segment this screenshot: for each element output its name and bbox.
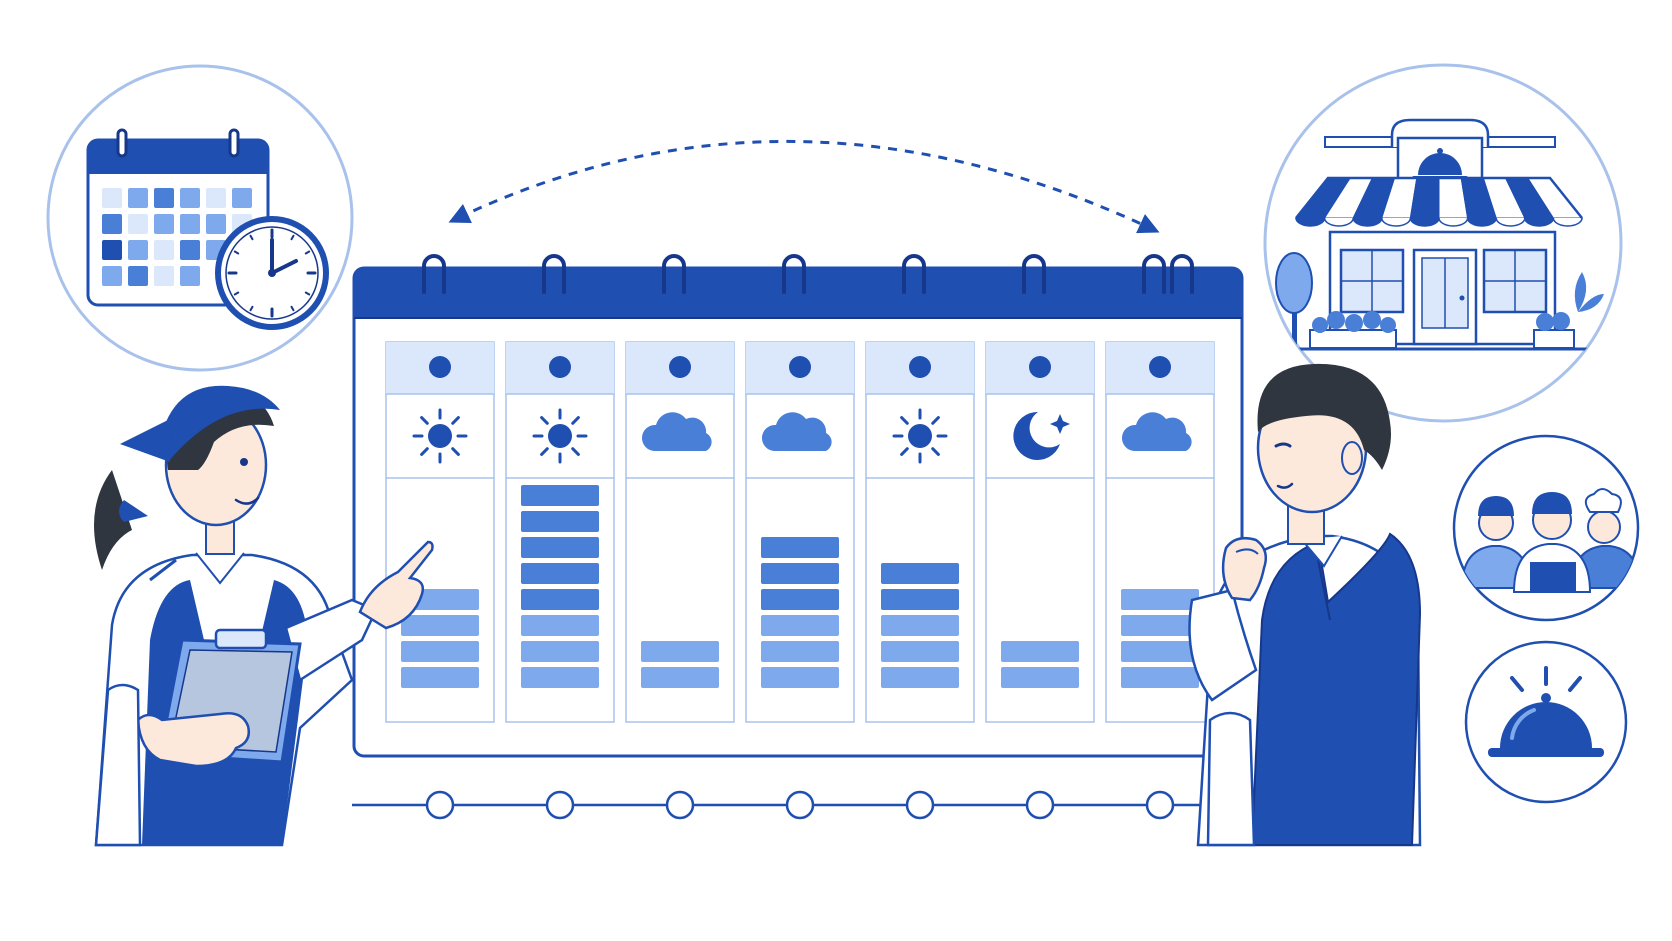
staffing-bar bbox=[521, 537, 599, 558]
bidirectional-arrow-icon bbox=[448, 140, 1160, 234]
binding-rings bbox=[422, 254, 1194, 294]
staffing-bar bbox=[881, 563, 959, 584]
timeline-node bbox=[425, 790, 455, 820]
day-column bbox=[985, 341, 1095, 723]
timeline-node bbox=[905, 790, 935, 820]
day-marker bbox=[549, 356, 571, 378]
staffing-bar bbox=[881, 667, 959, 688]
staffing-bar bbox=[881, 641, 959, 662]
storefront-icon bbox=[1275, 118, 1610, 351]
day-marker bbox=[669, 356, 691, 378]
staffing-bar bbox=[761, 563, 839, 584]
staffing-bar bbox=[641, 667, 719, 688]
binding-ring bbox=[1142, 254, 1166, 294]
day-column bbox=[625, 341, 735, 723]
staffing-bar bbox=[1121, 615, 1199, 636]
manager-man-figure bbox=[1188, 363, 1422, 847]
staffing-bar bbox=[521, 563, 599, 584]
day-marker bbox=[909, 356, 931, 378]
day-marker bbox=[789, 356, 811, 378]
staffing-bar bbox=[641, 641, 719, 662]
binding-ring bbox=[422, 254, 446, 294]
staffing-bar bbox=[1121, 589, 1199, 610]
staffing-bar bbox=[761, 537, 839, 558]
service-bell-icon bbox=[1488, 666, 1604, 757]
moon-icon bbox=[1013, 411, 1070, 460]
binding-ring bbox=[902, 254, 926, 294]
staffing-bar bbox=[521, 485, 599, 506]
staffing-bar bbox=[1121, 667, 1199, 688]
staffing-bar bbox=[761, 667, 839, 688]
timeline-node bbox=[785, 790, 815, 820]
staffing-bar bbox=[1001, 667, 1079, 688]
day-marker bbox=[1029, 356, 1051, 378]
day-column bbox=[1105, 341, 1215, 723]
timeline-node bbox=[1145, 790, 1175, 820]
binding-ring bbox=[1170, 254, 1194, 294]
staff-team-badge bbox=[1452, 434, 1640, 622]
staffing-bar bbox=[521, 667, 599, 688]
staffing-bar bbox=[1001, 641, 1079, 662]
staffing-bar bbox=[881, 615, 959, 636]
staff-team-icon bbox=[1460, 488, 1638, 593]
cloud-icon bbox=[761, 412, 832, 451]
staffing-bar bbox=[521, 511, 599, 532]
day-column bbox=[505, 341, 615, 723]
clock-icon bbox=[215, 216, 329, 330]
day-columns bbox=[385, 341, 1215, 723]
timeline-node bbox=[665, 790, 695, 820]
staffing-bar bbox=[521, 641, 599, 662]
staffing-bar bbox=[881, 589, 959, 610]
day-column bbox=[385, 341, 495, 723]
binding-ring bbox=[542, 254, 566, 294]
staffing-bar bbox=[401, 641, 479, 662]
cloud-icon bbox=[1121, 412, 1192, 451]
day-column bbox=[865, 341, 975, 723]
cloud-icon bbox=[641, 412, 712, 451]
binding-ring bbox=[782, 254, 806, 294]
sun-icon bbox=[532, 408, 588, 464]
timeline bbox=[352, 790, 1223, 820]
day-marker bbox=[429, 356, 451, 378]
timeline-node bbox=[545, 790, 575, 820]
staff-woman-figure bbox=[94, 385, 434, 847]
calendar-clock-badge bbox=[46, 64, 354, 372]
sun-icon bbox=[892, 408, 948, 464]
storefront-badge bbox=[1263, 63, 1623, 423]
timeline-node bbox=[1025, 790, 1055, 820]
binding-ring bbox=[662, 254, 686, 294]
staffing-bar bbox=[761, 615, 839, 636]
staffing-bar bbox=[521, 589, 599, 610]
staffing-bar bbox=[401, 667, 479, 688]
sun-icon bbox=[412, 408, 468, 464]
service-bell-badge bbox=[1464, 640, 1628, 804]
staffing-bar bbox=[1121, 641, 1199, 662]
staffing-bar bbox=[521, 615, 599, 636]
staffing-bar bbox=[401, 615, 479, 636]
binding-ring bbox=[1022, 254, 1046, 294]
staffing-bar bbox=[761, 641, 839, 662]
staffing-bar bbox=[761, 589, 839, 610]
day-marker bbox=[1149, 356, 1171, 378]
day-column bbox=[745, 341, 855, 723]
weekly-schedule-board bbox=[352, 254, 1244, 758]
